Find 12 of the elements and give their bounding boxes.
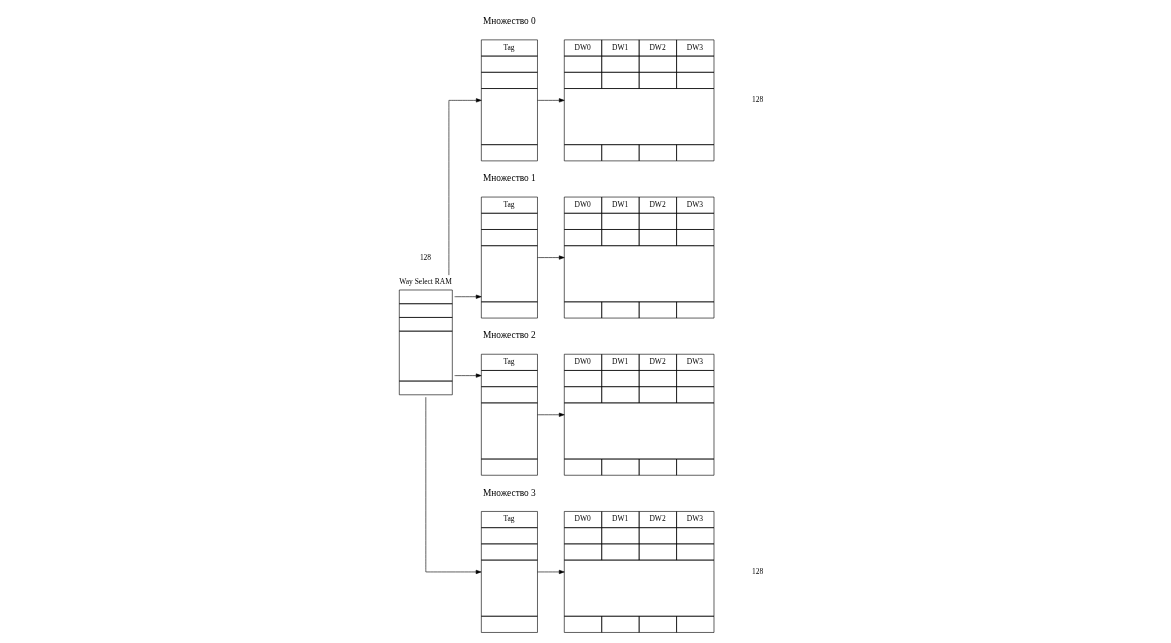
arrow xyxy=(537,569,565,574)
arrow xyxy=(448,98,482,276)
label: Множество 2 xyxy=(483,330,536,341)
arrow xyxy=(537,255,565,260)
arrow xyxy=(537,412,565,417)
arrow xyxy=(425,396,482,574)
arrow xyxy=(454,373,482,378)
arrow xyxy=(454,294,482,299)
label: Множество 1 xyxy=(483,173,536,184)
label: Множество 0 xyxy=(483,15,536,26)
label: Множество 3 xyxy=(483,487,536,498)
arrow xyxy=(537,98,565,103)
